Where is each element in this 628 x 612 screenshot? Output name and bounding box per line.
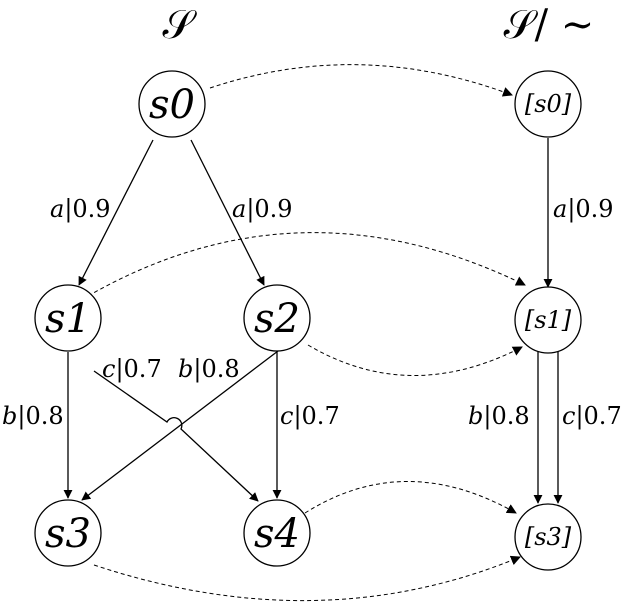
svg-text:[s1]: [s1] [525, 306, 572, 334]
label-s0-s2: a|0.9 [232, 195, 293, 224]
node-class-s1: [s1] [514, 286, 582, 354]
svg-text:[s3]: [s3] [525, 523, 572, 551]
node-class-s3: [s3] [514, 503, 582, 571]
label-q0-q1: a|0.9 [553, 195, 614, 224]
label-s1-s3: b|0.8 [2, 402, 64, 431]
map-s0-q0 [209, 64, 513, 97]
node-s0: s0 [138, 70, 206, 138]
map-s1-q1 [87, 232, 526, 297]
svg-text:s1: s1 [45, 296, 91, 342]
svg-text:[s0]: [s0] [525, 90, 572, 118]
node-s3: s3 [34, 499, 102, 567]
map-s3-q3 [93, 555, 521, 602]
node-class-s0: [s0] [514, 70, 582, 138]
node-s2: s2 [243, 284, 311, 352]
label-q1-q3-b: b|0.8 [468, 402, 530, 431]
label-s0-s1: a|0.9 [50, 195, 111, 224]
edge-s0-s1 [78, 139, 154, 286]
map-s2-q1 [307, 344, 523, 376]
label-s2-s3: b|0.8 [178, 355, 240, 384]
heading-quotient-system: 𝒮/ ∼ [504, 2, 595, 48]
svg-text:s4: s4 [254, 511, 300, 557]
heading-original-system: 𝒮 [163, 2, 198, 48]
edge-s2-s3 [81, 350, 279, 501]
edge-s1-s4 [93, 370, 259, 502]
edge-s0-s2 [190, 139, 265, 286]
svg-text:s3: s3 [45, 511, 91, 557]
node-s1: s1 [34, 284, 102, 352]
map-s4-q3 [304, 481, 517, 514]
label-s2-s4: c|0.7 [280, 402, 340, 431]
svg-text:s0: s0 [149, 82, 195, 128]
label-q1-q3-c: c|0.7 [562, 402, 622, 431]
node-s4: s4 [243, 499, 311, 567]
svg-text:s2: s2 [254, 296, 300, 342]
label-s1-s4: c|0.7 [102, 355, 162, 384]
